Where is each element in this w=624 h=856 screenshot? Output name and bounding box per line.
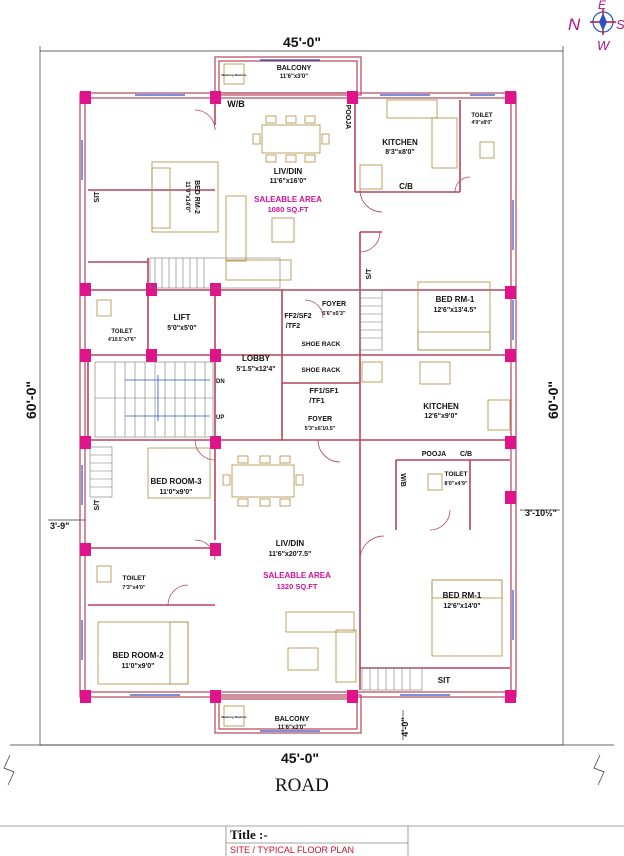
foyer-bot-size: 5'3"x6'10.5" <box>305 426 336 432</box>
tf1-label: /TF1 <box>309 396 324 405</box>
break-line-right <box>593 754 605 786</box>
ff2-label: FF2/SF2 <box>284 313 311 320</box>
toilet-bot-right-label: TOILET <box>445 471 468 478</box>
exterior-walls <box>79 56 517 734</box>
kitchen-bot-size: 12'6"x9'0" <box>424 413 457 420</box>
ff1-label: FF1/SF1 <box>309 386 338 395</box>
compass-icon <box>590 9 616 35</box>
washing-machine-top-label: Washing Machine <box>221 73 247 77</box>
pooja-top-label: POOJA <box>344 105 351 130</box>
structural-columns <box>80 91 516 703</box>
compass-south: S <box>616 17 624 32</box>
wb-top-label: W/B <box>227 99 245 109</box>
lobby-size: 5'1.5"x12'4" <box>236 366 275 373</box>
bedrm2-top-label: BED RM-2 <box>193 180 200 214</box>
bedroom2-bot-label: BED ROOM-2 <box>112 651 164 660</box>
balcony-bot-label: BALCONY <box>275 716 310 723</box>
bedrm2-top-size: 11'0"x14'0" <box>184 181 190 213</box>
stair-up-label: UP <box>216 415 224 421</box>
sit-top-left-label: SIT <box>94 191 101 203</box>
cb-bot-label: C/B <box>460 451 472 458</box>
break-line-left <box>3 754 15 786</box>
saleable-bot-label: SALEABLE AREA <box>263 571 331 580</box>
road-label: ROAD <box>275 775 329 796</box>
balcony-bot-size: 11'6"x3'0" <box>278 725 306 731</box>
dimension-right-depth: 60'-0" <box>545 381 561 419</box>
toilet-top-right-label: TOILET <box>471 113 493 119</box>
bedroom3-size: 11'0"x9'0" <box>160 489 193 496</box>
kitchen-top-size: 8'3"x8'0" <box>385 149 414 156</box>
st-bot-label: S/T <box>94 499 101 511</box>
stair-arrows <box>125 375 210 421</box>
livdin-top-size: 11'6"x16'0" <box>270 178 307 185</box>
staircase <box>89 257 423 691</box>
balcony-top-size: 11'6"x3'0" <box>280 74 308 80</box>
pooja-bot-label: POOJA <box>422 451 447 458</box>
dimension-bottom-width: 45'-0" <box>281 750 319 766</box>
toilet-top-right-size: 4'0"x8'0" <box>471 120 493 126</box>
kitchen-bot-label: KITCHEN <box>423 402 459 411</box>
kitchen-top-label: KITCHEN <box>382 138 418 147</box>
compass-west: W <box>597 38 611 53</box>
shoe-rack-2-label: SHOE RACK <box>301 367 340 374</box>
lobby-label: LOBBY <box>242 354 271 363</box>
livdin-bot-label: LIV/DIN <box>276 539 305 548</box>
bedroom3-label: BED ROOM-3 <box>150 477 202 486</box>
bedrm1-top-size: 12'6"x13'4.5" <box>433 307 476 314</box>
title-subtitle: SITE / TYPICAL FLOOR PLAN <box>230 845 354 855</box>
shoe-rack-1-label: SHOE RACK <box>301 341 340 348</box>
dimension-left-depth: 60'-0" <box>23 381 39 419</box>
foyer-top-size: 5'6"x5'3" <box>322 311 346 317</box>
sit-bot-label: SIT <box>438 676 451 685</box>
wb-bot-label: W/B <box>399 473 406 487</box>
furniture <box>96 63 511 727</box>
foyer-top-label: FOYER <box>322 301 346 308</box>
toilet-bot-right-size: 8'0"x4'9" <box>444 481 468 487</box>
st-top-label: S/T <box>366 268 373 280</box>
washing-machine-bot-label: Washing Machine <box>221 715 247 719</box>
cb-top-label: C/B <box>399 182 413 191</box>
livdin-bot-size: 11'6"x20'7.5" <box>269 551 312 558</box>
dimension-bottom-offset: 4'-0" <box>400 717 410 736</box>
bedrm1-bot-size: 12'6"x14'0" <box>443 603 480 610</box>
foyer-bot-label: FOYER <box>308 416 332 423</box>
bedroom2-bot-size: 11'0"x9'0" <box>122 663 155 670</box>
dimension-left-offset: 3'-9" <box>50 521 69 531</box>
toilet-left-bot-label: TOILET <box>123 575 146 582</box>
dimension-top-width: 45'-0" <box>283 34 321 50</box>
stair-dn-label: DN <box>216 379 225 385</box>
lift-size: 5'0"x5'0" <box>167 325 196 332</box>
tf2-label: /TF2 <box>286 323 300 330</box>
balcony-top-label: BALCONY <box>277 65 312 72</box>
lift-label: LIFT <box>174 313 191 322</box>
toilet-left-top-label: TOILET <box>111 329 133 335</box>
interior-walls <box>87 100 510 690</box>
title-label: Title :- <box>230 827 268 842</box>
toilet-left-bot-size: 7'3"x4'0" <box>122 585 146 591</box>
saleable-top-value: 1080 SQ.FT <box>268 205 309 214</box>
bedrm1-top-label: BED RM-1 <box>436 295 475 304</box>
door-swings <box>167 109 471 606</box>
windows <box>81 59 514 732</box>
saleable-top-label: SALEABLE AREA <box>254 195 322 204</box>
toilet-left-top-size: 4'10.5"x7'6" <box>108 337 137 343</box>
livdin-top-label: LIV/DIN <box>274 167 303 176</box>
dimension-right-offset: 3'-10½" <box>525 508 557 518</box>
compass-east: E <box>598 0 607 12</box>
bedrm1-bot-label: BED RM-1 <box>443 591 482 600</box>
compass-north: N <box>568 15 581 34</box>
dimension-lines <box>10 46 614 746</box>
saleable-bot-value: 1320 SQ.FT <box>277 582 318 591</box>
title-block <box>0 825 624 856</box>
